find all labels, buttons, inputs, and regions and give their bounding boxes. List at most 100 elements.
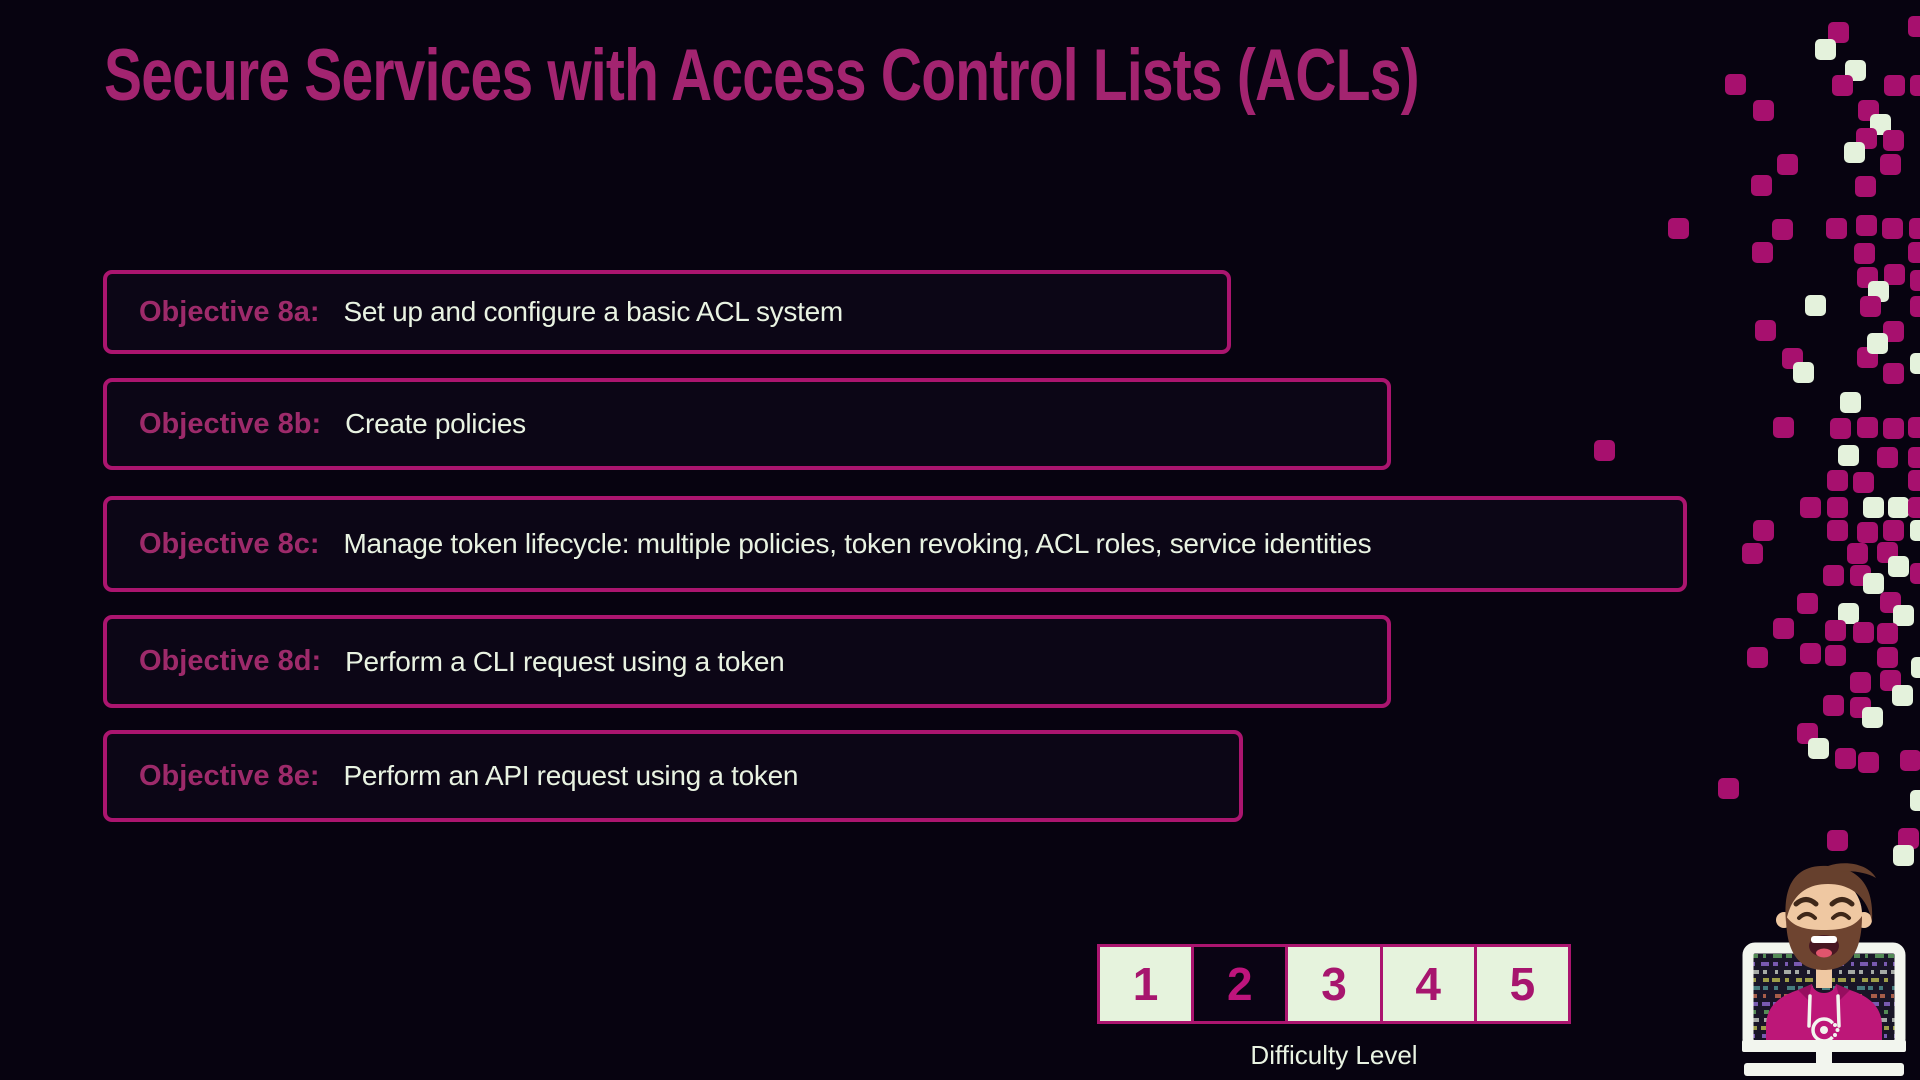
- mosaic-square: [1823, 565, 1844, 586]
- mosaic-square: [1773, 618, 1794, 639]
- objective-8b-label: Objective 8b:: [139, 407, 322, 440]
- objective-8e-text: Perform an API request using a token: [343, 760, 799, 791]
- mosaic-square: [1751, 175, 1772, 196]
- mosaic-square: [1908, 16, 1920, 37]
- objective-box-8b: Objective 8b: Create policies: [103, 378, 1391, 470]
- mosaic-square: [1747, 647, 1768, 668]
- mosaic-square: [1753, 100, 1774, 121]
- mosaic-square: [1718, 778, 1739, 799]
- mosaic-square: [1888, 556, 1909, 577]
- mosaic-square: [1772, 219, 1793, 240]
- monitor-stand-base: [1744, 1063, 1904, 1076]
- difficulty-level-2-selected: 2: [1191, 947, 1286, 1021]
- instructor-illustration: [1766, 863, 1882, 1052]
- objective-box-8c: Objective 8c: Manage token lifecycle: mu…: [103, 496, 1687, 592]
- closed-happy-eye: [1831, 912, 1851, 920]
- eyebrow: [1793, 897, 1819, 907]
- mosaic-square: [1797, 593, 1818, 614]
- mosaic-square: [1826, 218, 1847, 239]
- hair: [1785, 865, 1873, 922]
- mosaic-square: [1755, 320, 1776, 341]
- mosaic-square: [1800, 497, 1821, 518]
- mosaic-square: [1893, 605, 1914, 626]
- mosaic-square: [1882, 218, 1903, 239]
- mosaic-square: [1797, 723, 1818, 744]
- objective-8c-text: Manage token lifecycle: multiple policie…: [343, 528, 1372, 559]
- mosaic-square: [1773, 417, 1794, 438]
- objective-8d-label: Objective 8d:: [139, 645, 322, 677]
- difficulty-label: Difficulty Level: [1250, 1040, 1418, 1070]
- difficulty-level-5: 5: [1473, 947, 1569, 1021]
- mosaic-square: [1884, 264, 1905, 285]
- mosaic-square: [1857, 347, 1878, 368]
- closed-happy-eye: [1797, 912, 1817, 920]
- mosaic-square: [1900, 750, 1920, 771]
- mosaic-square: [1827, 830, 1848, 851]
- mosaic-square: [1815, 39, 1836, 60]
- difficulty-level-4: 4: [1379, 947, 1474, 1021]
- mosaic-square: [1883, 520, 1904, 541]
- mosaic-square: [1805, 295, 1826, 316]
- teeth: [1811, 936, 1837, 943]
- mosaic-square: [1910, 270, 1920, 291]
- mosaic-square: [1863, 497, 1884, 518]
- mosaic-square: [1911, 657, 1920, 678]
- mosaic-square: [1862, 707, 1883, 728]
- slide-title: Secure Services with Access Control List…: [104, 35, 1420, 116]
- objective-8d-text: Perform a CLI request using a token: [345, 645, 785, 677]
- mosaic-square: [1853, 472, 1874, 493]
- mosaic-square: [1844, 142, 1865, 163]
- mosaic-square: [1827, 520, 1848, 541]
- mosaic-square: [1910, 296, 1920, 317]
- mosaic-square: [1910, 353, 1920, 374]
- mosaic-square: [1883, 418, 1904, 439]
- mosaic-square: [1752, 242, 1773, 263]
- objective-8a-text: Set up and configure a basic ACL system: [343, 296, 844, 327]
- mosaic-square: [1823, 695, 1844, 716]
- mosaic-square: [1898, 828, 1919, 849]
- mosaic-square: [1850, 672, 1871, 693]
- mosaic-square: [1910, 563, 1920, 584]
- tongue: [1816, 948, 1832, 958]
- mosaic-square: [1909, 218, 1920, 239]
- objective-8e-label: Objective 8e:: [139, 759, 320, 792]
- mosaic-square: [1908, 242, 1920, 263]
- mosaic-square: [1845, 60, 1866, 81]
- mosaic-square: [1883, 130, 1904, 151]
- monitor-stand-neck: [1816, 1046, 1832, 1066]
- mosaic-square: [1800, 643, 1821, 664]
- mosaic-square: [1668, 218, 1689, 239]
- mosaic-square: [1854, 243, 1875, 264]
- mosaic-square: [1857, 267, 1878, 288]
- mosaic-square: [1808, 738, 1829, 759]
- hoodie-drawstring: [1836, 994, 1841, 1028]
- mosaic-square: [1838, 445, 1859, 466]
- mosaic-square: [1880, 592, 1901, 613]
- mosaic-square: [1883, 321, 1904, 342]
- mosaic-square: [1910, 520, 1920, 541]
- mosaic-square: [1594, 440, 1615, 461]
- mosaic-square: [1855, 176, 1876, 197]
- mosaic-square: [1753, 520, 1774, 541]
- mosaic-square: [1877, 647, 1898, 668]
- mosaic-square: [1867, 333, 1888, 354]
- mosaic-square: [1880, 154, 1901, 175]
- mosaic-square: [1880, 670, 1901, 691]
- mosaic-square: [1883, 363, 1904, 384]
- mosaic-square: [1847, 543, 1868, 564]
- mosaic-square: [1877, 447, 1898, 468]
- mosaic-square: [1742, 543, 1763, 564]
- mosaic-square: [1888, 497, 1909, 518]
- objective-8a-label: Objective 8a:: [139, 295, 320, 328]
- objective-box-8a: Objective 8a: Set up and configure a bas…: [103, 270, 1231, 354]
- mosaic-square: [1910, 75, 1920, 96]
- mosaic-square: [1863, 573, 1884, 594]
- difficulty-level-indicator: 1 2 3 4 5: [1097, 944, 1571, 1024]
- difficulty-level-1: 1: [1100, 947, 1192, 1021]
- mosaic-square: [1828, 22, 1849, 43]
- mosaic-square: [1850, 697, 1871, 718]
- mosaic-square: [1858, 752, 1879, 773]
- mosaic-square: [1877, 542, 1898, 563]
- mosaic-square: [1827, 497, 1848, 518]
